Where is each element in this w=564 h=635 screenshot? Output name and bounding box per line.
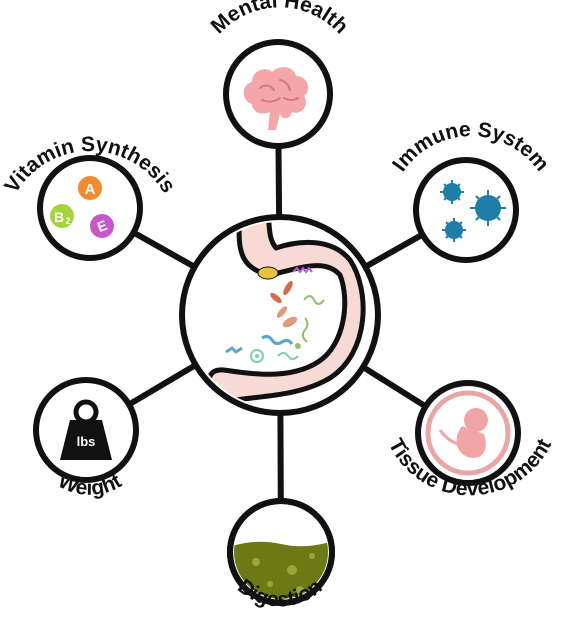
bacteria-teal bbox=[255, 354, 259, 358]
node-tissue-development: Tissue Development bbox=[384, 380, 556, 501]
center-stomach-node bbox=[179, 214, 381, 416]
vitamin-b-subscript: 2 bbox=[65, 216, 70, 226]
vitamin-e-pill bbox=[90, 214, 114, 238]
virus-large bbox=[470, 190, 506, 226]
bacteria-green bbox=[295, 343, 301, 349]
bacteria-orange bbox=[283, 280, 293, 296]
digestion-ring-outline bbox=[227, 498, 335, 606]
bacteria-teal bbox=[250, 349, 264, 363]
node-mental-health: Mental Health bbox=[207, 0, 353, 149]
fetus-icon bbox=[438, 408, 488, 458]
mental-health-label: Mental Health bbox=[207, 0, 353, 38]
brain-icon bbox=[243, 67, 309, 130]
bacteria-blue bbox=[261, 334, 294, 346]
bacteria-blue bbox=[225, 346, 243, 354]
bacteria-teal bbox=[277, 352, 299, 360]
vitamin-b2-pill bbox=[50, 204, 74, 228]
brain-folds bbox=[259, 79, 299, 103]
bacteria-green bbox=[303, 295, 325, 305]
bacteria-peach bbox=[276, 306, 288, 318]
brain-shape bbox=[243, 67, 309, 130]
virus-icon bbox=[440, 180, 506, 242]
bacteria-purple bbox=[292, 266, 313, 274]
virus-medium bbox=[442, 218, 466, 242]
vitamin-pills-icon: A B 2 E bbox=[50, 176, 114, 238]
vitamin-b-letter: B bbox=[54, 209, 64, 225]
bacteria-green bbox=[301, 317, 309, 343]
vitamin-a-letter: A bbox=[85, 181, 96, 198]
immune-system-ring bbox=[413, 157, 519, 263]
kettlebell-weight-icon: lbs bbox=[60, 399, 112, 460]
vitamin-synthesis-ring bbox=[37, 155, 143, 261]
bacteria-orange bbox=[270, 292, 282, 304]
vitamin-a-pill bbox=[78, 176, 102, 200]
node-digestion: Digestion bbox=[227, 498, 335, 612]
weight-unit-label: lbs bbox=[77, 434, 96, 449]
bacteria-yellow bbox=[257, 266, 279, 280]
node-weight: lbs Weight bbox=[33, 377, 139, 500]
virus-small bbox=[440, 180, 464, 204]
node-vitamin-synthesis: A B 2 E Vitamin Synthesis bbox=[0, 133, 180, 261]
weight-body bbox=[60, 420, 112, 460]
bacteria-peach bbox=[282, 316, 298, 328]
womb-ring bbox=[425, 390, 511, 476]
